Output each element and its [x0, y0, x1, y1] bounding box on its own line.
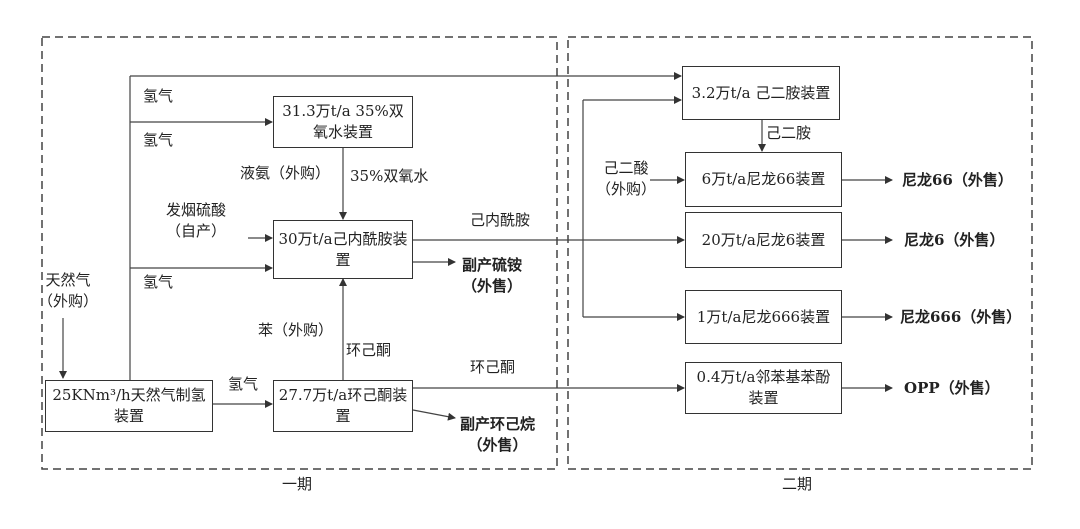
- caprolactam-unit-box: 30万t/a己内酰胺装置: [273, 220, 413, 279]
- hydrogen-plant-box: 25KNm³/h天然气制氢装置: [45, 380, 213, 432]
- hmda-unit-box: 3.2万t/a 己二胺装置: [682, 66, 840, 120]
- ammonium-sulfate-product: 副产硫铵 （外售）: [462, 256, 523, 295]
- caprolactam-stream-label: 己内酰胺: [470, 211, 531, 229]
- nylon66-product: 尼龙66（外售）: [902, 171, 1013, 189]
- adipic-acid-label: 己二酸 （外购）: [596, 159, 657, 198]
- phase2-boundary: [567, 36, 1033, 470]
- phase2-label: 二期: [782, 475, 813, 493]
- hydrogen-label-3: 氢气: [143, 273, 174, 291]
- hydrogen-label-4: 氢气: [228, 375, 259, 393]
- cyclohexane-product: 副产环己烷 （外售）: [460, 415, 536, 454]
- nylon6-unit-box: 20万t/a尼龙6装置: [685, 212, 842, 268]
- h2o2-35-label: 35%双氧水: [350, 167, 429, 185]
- nylon66-unit-box: 6万t/a尼龙66装置: [685, 152, 842, 207]
- nylon666-unit-box: 1万t/a尼龙666装置: [685, 290, 842, 344]
- phase1-boundary: [41, 36, 558, 470]
- oleum-label: 发烟硫酸 （自产）: [166, 201, 227, 240]
- cyclohexanone-to-cyclohexane: [412, 409, 456, 421]
- opp-unit-box: 0.4万t/a邻苯基苯酚装置: [685, 362, 842, 414]
- cyclohexanone-label-1: 环己酮: [346, 341, 392, 359]
- phase1-label: 一期: [282, 475, 313, 493]
- nylon6-product: 尼龙6（外售）: [904, 231, 1005, 249]
- liquid-ammonia-label: 液氨（外购）: [240, 164, 331, 182]
- hmda-stream-label: 己二胺: [766, 124, 812, 142]
- hydrogen-label-2: 氢气: [143, 131, 174, 149]
- natural-gas-label: 天然气 （外购）: [38, 271, 99, 310]
- h2o2-unit-box: 31.3万t/a 35%双氧水装置: [273, 96, 413, 148]
- benzene-label: 苯（外购）: [258, 321, 334, 339]
- opp-product: OPP（外售）: [904, 379, 1000, 397]
- cyclohexanone-label-2: 环己酮: [470, 358, 516, 376]
- nylon666-product: 尼龙666（外售）: [900, 308, 1022, 326]
- hydrogen-label-1: 氢气: [143, 87, 174, 105]
- cyclohexanone-unit-box: 27.7万t/a环己酮装置: [273, 380, 413, 432]
